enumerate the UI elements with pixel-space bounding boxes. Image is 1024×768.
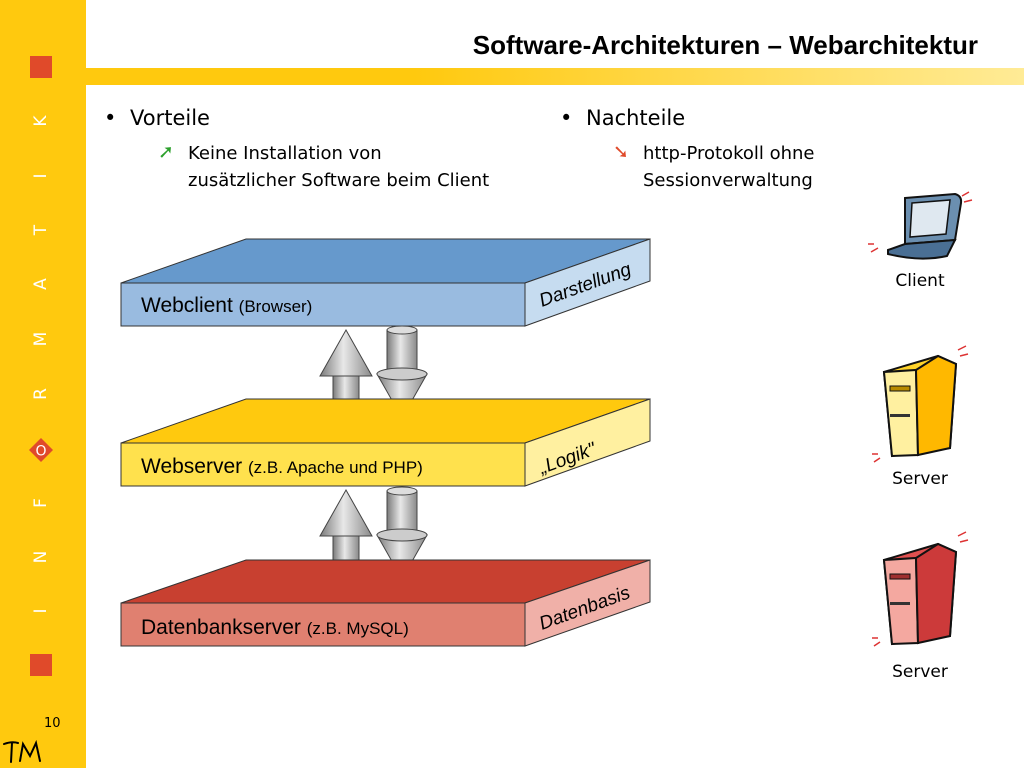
sidebar-diamond: O bbox=[29, 438, 53, 462]
layer-name: Webserver bbox=[141, 455, 242, 478]
sidebar-square-top bbox=[30, 56, 52, 78]
sub-item-line: zusätzlicher Software beim Client bbox=[188, 170, 490, 191]
server-yellow-icon bbox=[872, 345, 969, 463]
server-red-icon bbox=[872, 531, 969, 647]
title-underline-bar bbox=[86, 68, 1024, 85]
bullet-label: Vorteile bbox=[130, 106, 210, 130]
svg-text:Webclient (Browser): Webclient (Browser) bbox=[141, 294, 312, 317]
arrow-up-right-icon: ➚ bbox=[158, 141, 174, 163]
bullet-vorteile: •Vorteile bbox=[104, 106, 210, 130]
bullet-label: Nachteile bbox=[586, 106, 686, 130]
sub-item-line: Keine Installation von bbox=[188, 143, 382, 164]
layer-datenbankserver: Datenbankserver (z.B. MySQL) Datenbasis bbox=[120, 559, 651, 647]
server-label: Server bbox=[892, 469, 948, 489]
server-label: Server bbox=[892, 662, 948, 682]
layer-detail: (z.B. Apache und PHP) bbox=[248, 458, 423, 477]
arrow-down-right-icon: ➘ bbox=[613, 141, 629, 163]
sidebar-square-bottom bbox=[30, 654, 52, 676]
arrow-down-1 bbox=[376, 325, 428, 420]
page-number: 10 bbox=[44, 716, 61, 731]
layer-webserver: Webserver (z.B. Apache und PHP) „Logik" bbox=[120, 398, 651, 487]
sub-item-line: Sessionverwaltung bbox=[643, 170, 813, 191]
layer-name: Datenbankserver bbox=[141, 616, 301, 639]
svg-text:O: O bbox=[35, 444, 46, 460]
sub-item-line: http-Protokoll ohne bbox=[643, 143, 815, 164]
bullet-nachteile: •Nachteile bbox=[560, 106, 686, 130]
layer-webclient: Webclient (Browser) Darstellung bbox=[120, 238, 651, 327]
laptop-icon bbox=[868, 191, 973, 260]
sub-item-vorteil: ➚ Keine Installation von zusätzlicher So… bbox=[158, 140, 490, 194]
tm-logo bbox=[2, 738, 48, 768]
layer-detail: (z.B. MySQL) bbox=[307, 619, 409, 638]
sub-item-nachteil: ➘ http-Protokoll ohne Sessionverwaltung bbox=[613, 140, 815, 194]
arrow-down-2 bbox=[376, 486, 428, 581]
svg-text:Webserver (z.B. Apache und PHP: Webserver (z.B. Apache und PHP) bbox=[141, 455, 423, 478]
client-label: Client bbox=[895, 271, 945, 291]
layer-name: Webclient bbox=[141, 294, 233, 317]
sidebar: K I T A M R O F N I 10 bbox=[0, 0, 86, 768]
layer-detail: (Browser) bbox=[239, 297, 313, 316]
svg-text:Datenbankserver (z.B. MySQL): Datenbankserver (z.B. MySQL) bbox=[141, 616, 409, 639]
page-title: Software-Architekturen – Webarchitektur bbox=[472, 30, 978, 60]
